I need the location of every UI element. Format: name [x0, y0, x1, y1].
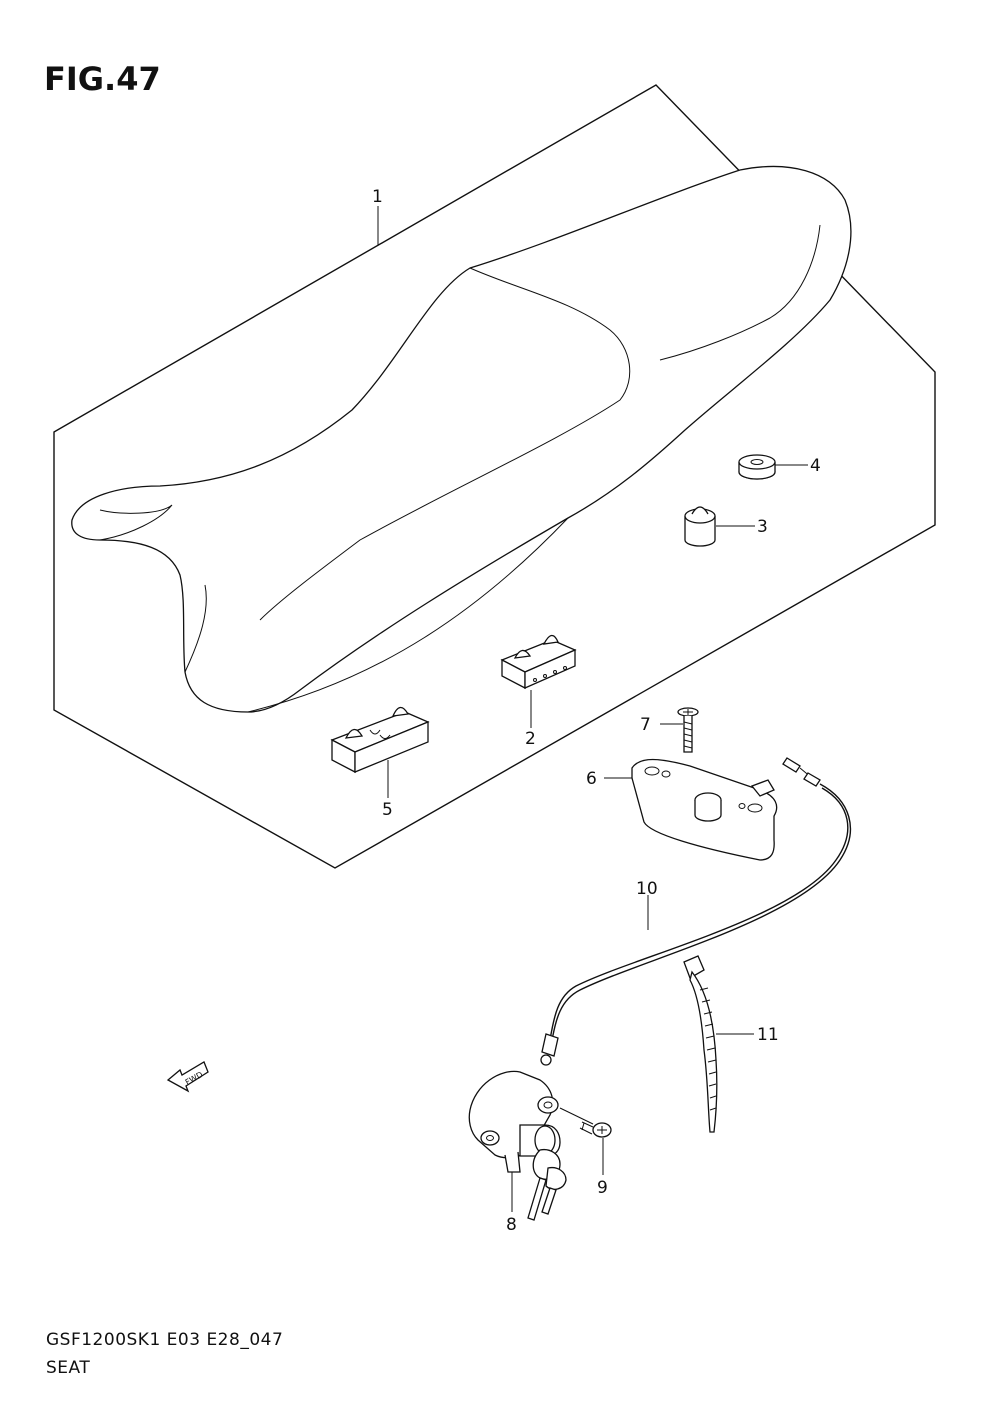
group-box-outline — [53, 84, 936, 869]
part-num-5: 5 — [382, 800, 393, 820]
part-4-grommet — [738, 454, 776, 480]
part-num-6: 6 — [586, 769, 597, 789]
part-7-screw — [677, 707, 699, 753]
part-3-cushion — [684, 506, 716, 547]
model-code: GSF1200SK1 E03 E28_047 — [46, 1330, 284, 1350]
part-9-screw — [579, 1121, 612, 1138]
part-num-9: 9 — [597, 1178, 608, 1198]
part-num-8: 8 — [506, 1215, 517, 1235]
fwd-arrow-icon: FWD — [166, 1061, 209, 1093]
part-num-11: 11 — [757, 1025, 779, 1045]
part-6-bracket — [631, 758, 778, 861]
figure-title: FIG.47 — [44, 60, 161, 98]
part-num-4: 4 — [810, 456, 821, 476]
part-num-7: 7 — [640, 715, 651, 735]
part-num-3: 3 — [757, 517, 768, 537]
part-8-lock-assembly — [468, 1070, 567, 1221]
part-2-block — [500, 634, 577, 690]
seat-shape — [71, 165, 852, 713]
part-num-1: 1 — [372, 187, 383, 207]
part-5-block — [330, 706, 430, 774]
part-10-cable — [540, 757, 852, 1066]
section-name: SEAT — [46, 1358, 91, 1378]
part-11-cable-tie — [683, 955, 718, 1133]
part-num-2: 2 — [525, 729, 536, 749]
leader-9-a — [559, 1107, 594, 1125]
part-num-10: 10 — [636, 879, 658, 899]
